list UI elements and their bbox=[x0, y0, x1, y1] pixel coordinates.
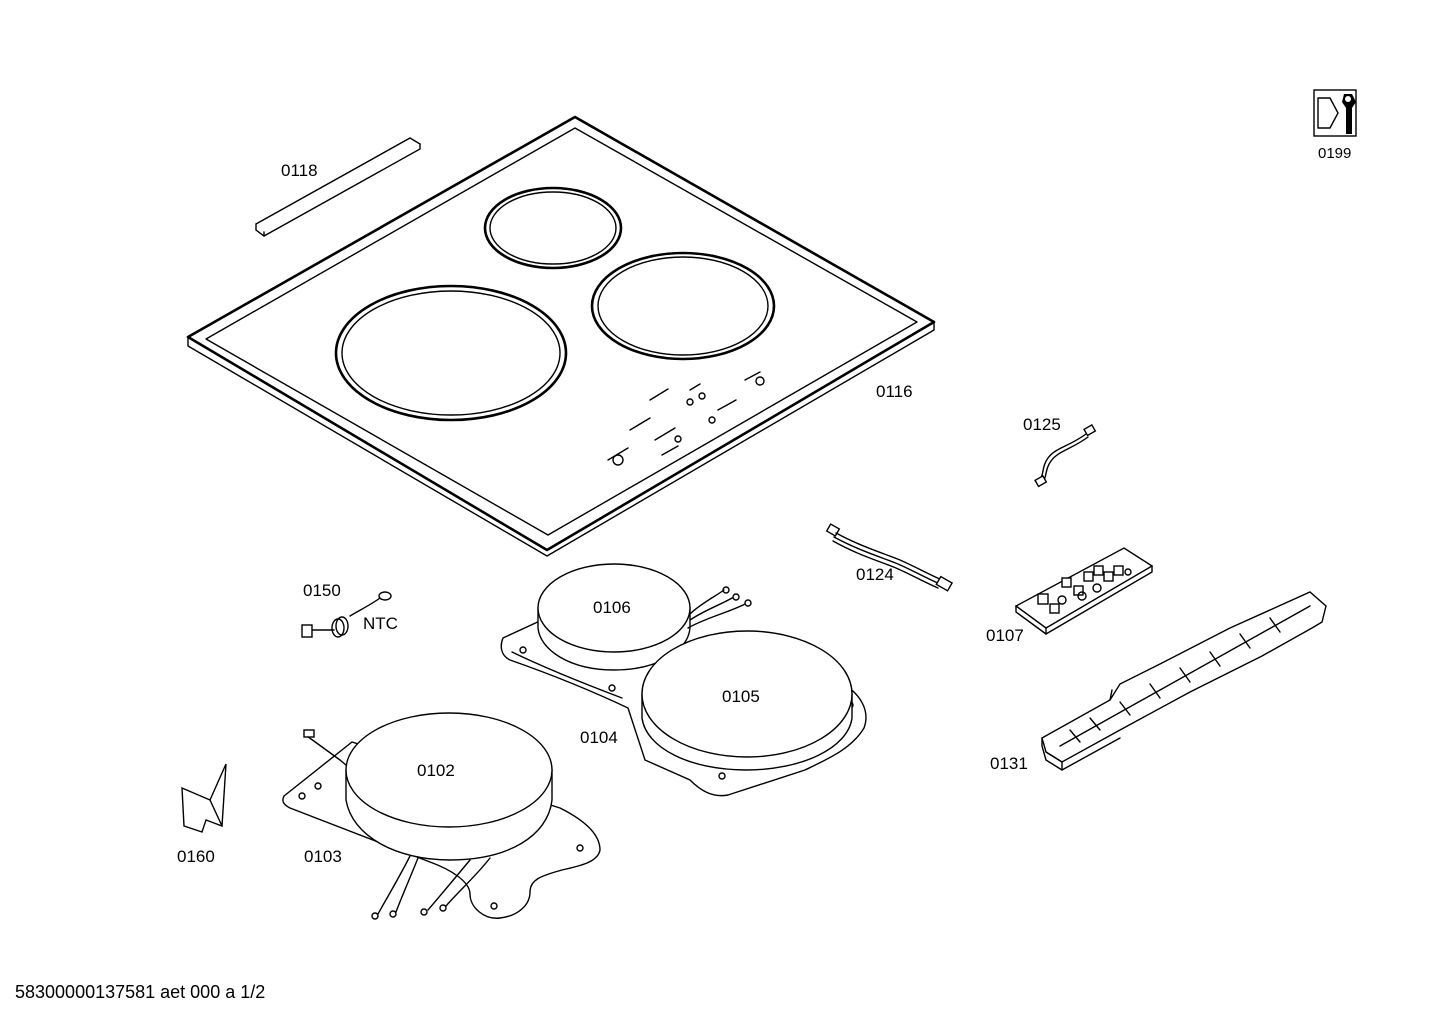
part-label-0131: 0131 bbox=[990, 754, 1028, 773]
part-label-0106: 0106 bbox=[593, 598, 631, 617]
part-label-0105: 0105 bbox=[722, 687, 760, 706]
part-label-0125: 0125 bbox=[1023, 415, 1061, 434]
part-label-0103: 0103 bbox=[304, 847, 342, 866]
part-label-0107: 0107 bbox=[986, 626, 1024, 645]
part-label-0160: 0160 bbox=[177, 847, 215, 866]
part-label-ntc: NTC bbox=[363, 614, 398, 633]
support-rail-0131 bbox=[1041, 591, 1327, 771]
cable-0125 bbox=[1034, 423, 1097, 488]
wrench-service-icon bbox=[1313, 89, 1357, 137]
touch-controls-icon bbox=[607, 371, 765, 466]
part-label-0116: 0116 bbox=[876, 382, 913, 401]
trim-strip-0118 bbox=[255, 137, 422, 237]
part-label-0124: 0124 bbox=[856, 565, 894, 584]
control-board-0107 bbox=[1014, 547, 1154, 635]
part-label-0118: 0118 bbox=[281, 161, 318, 180]
document-footer-code: 58300000137581 aet 000 a 1/2 bbox=[15, 982, 266, 1002]
induction-coil-0106 bbox=[537, 563, 752, 671]
bracket-clip-0160 bbox=[181, 763, 227, 833]
ntc-sensor-0150 bbox=[301, 591, 392, 638]
induction-coil-0105 bbox=[641, 630, 853, 771]
part-label-0199: 0199 bbox=[1318, 145, 1352, 162]
glass-cooktop-0116 bbox=[186, 115, 936, 557]
part-label-0104: 0104 bbox=[580, 728, 618, 747]
part-label-0150: 0150 bbox=[303, 581, 341, 600]
part-label-0102: 0102 bbox=[417, 761, 455, 780]
induction-coil-0102 bbox=[345, 712, 553, 920]
cable-harness-0124 bbox=[825, 523, 954, 592]
